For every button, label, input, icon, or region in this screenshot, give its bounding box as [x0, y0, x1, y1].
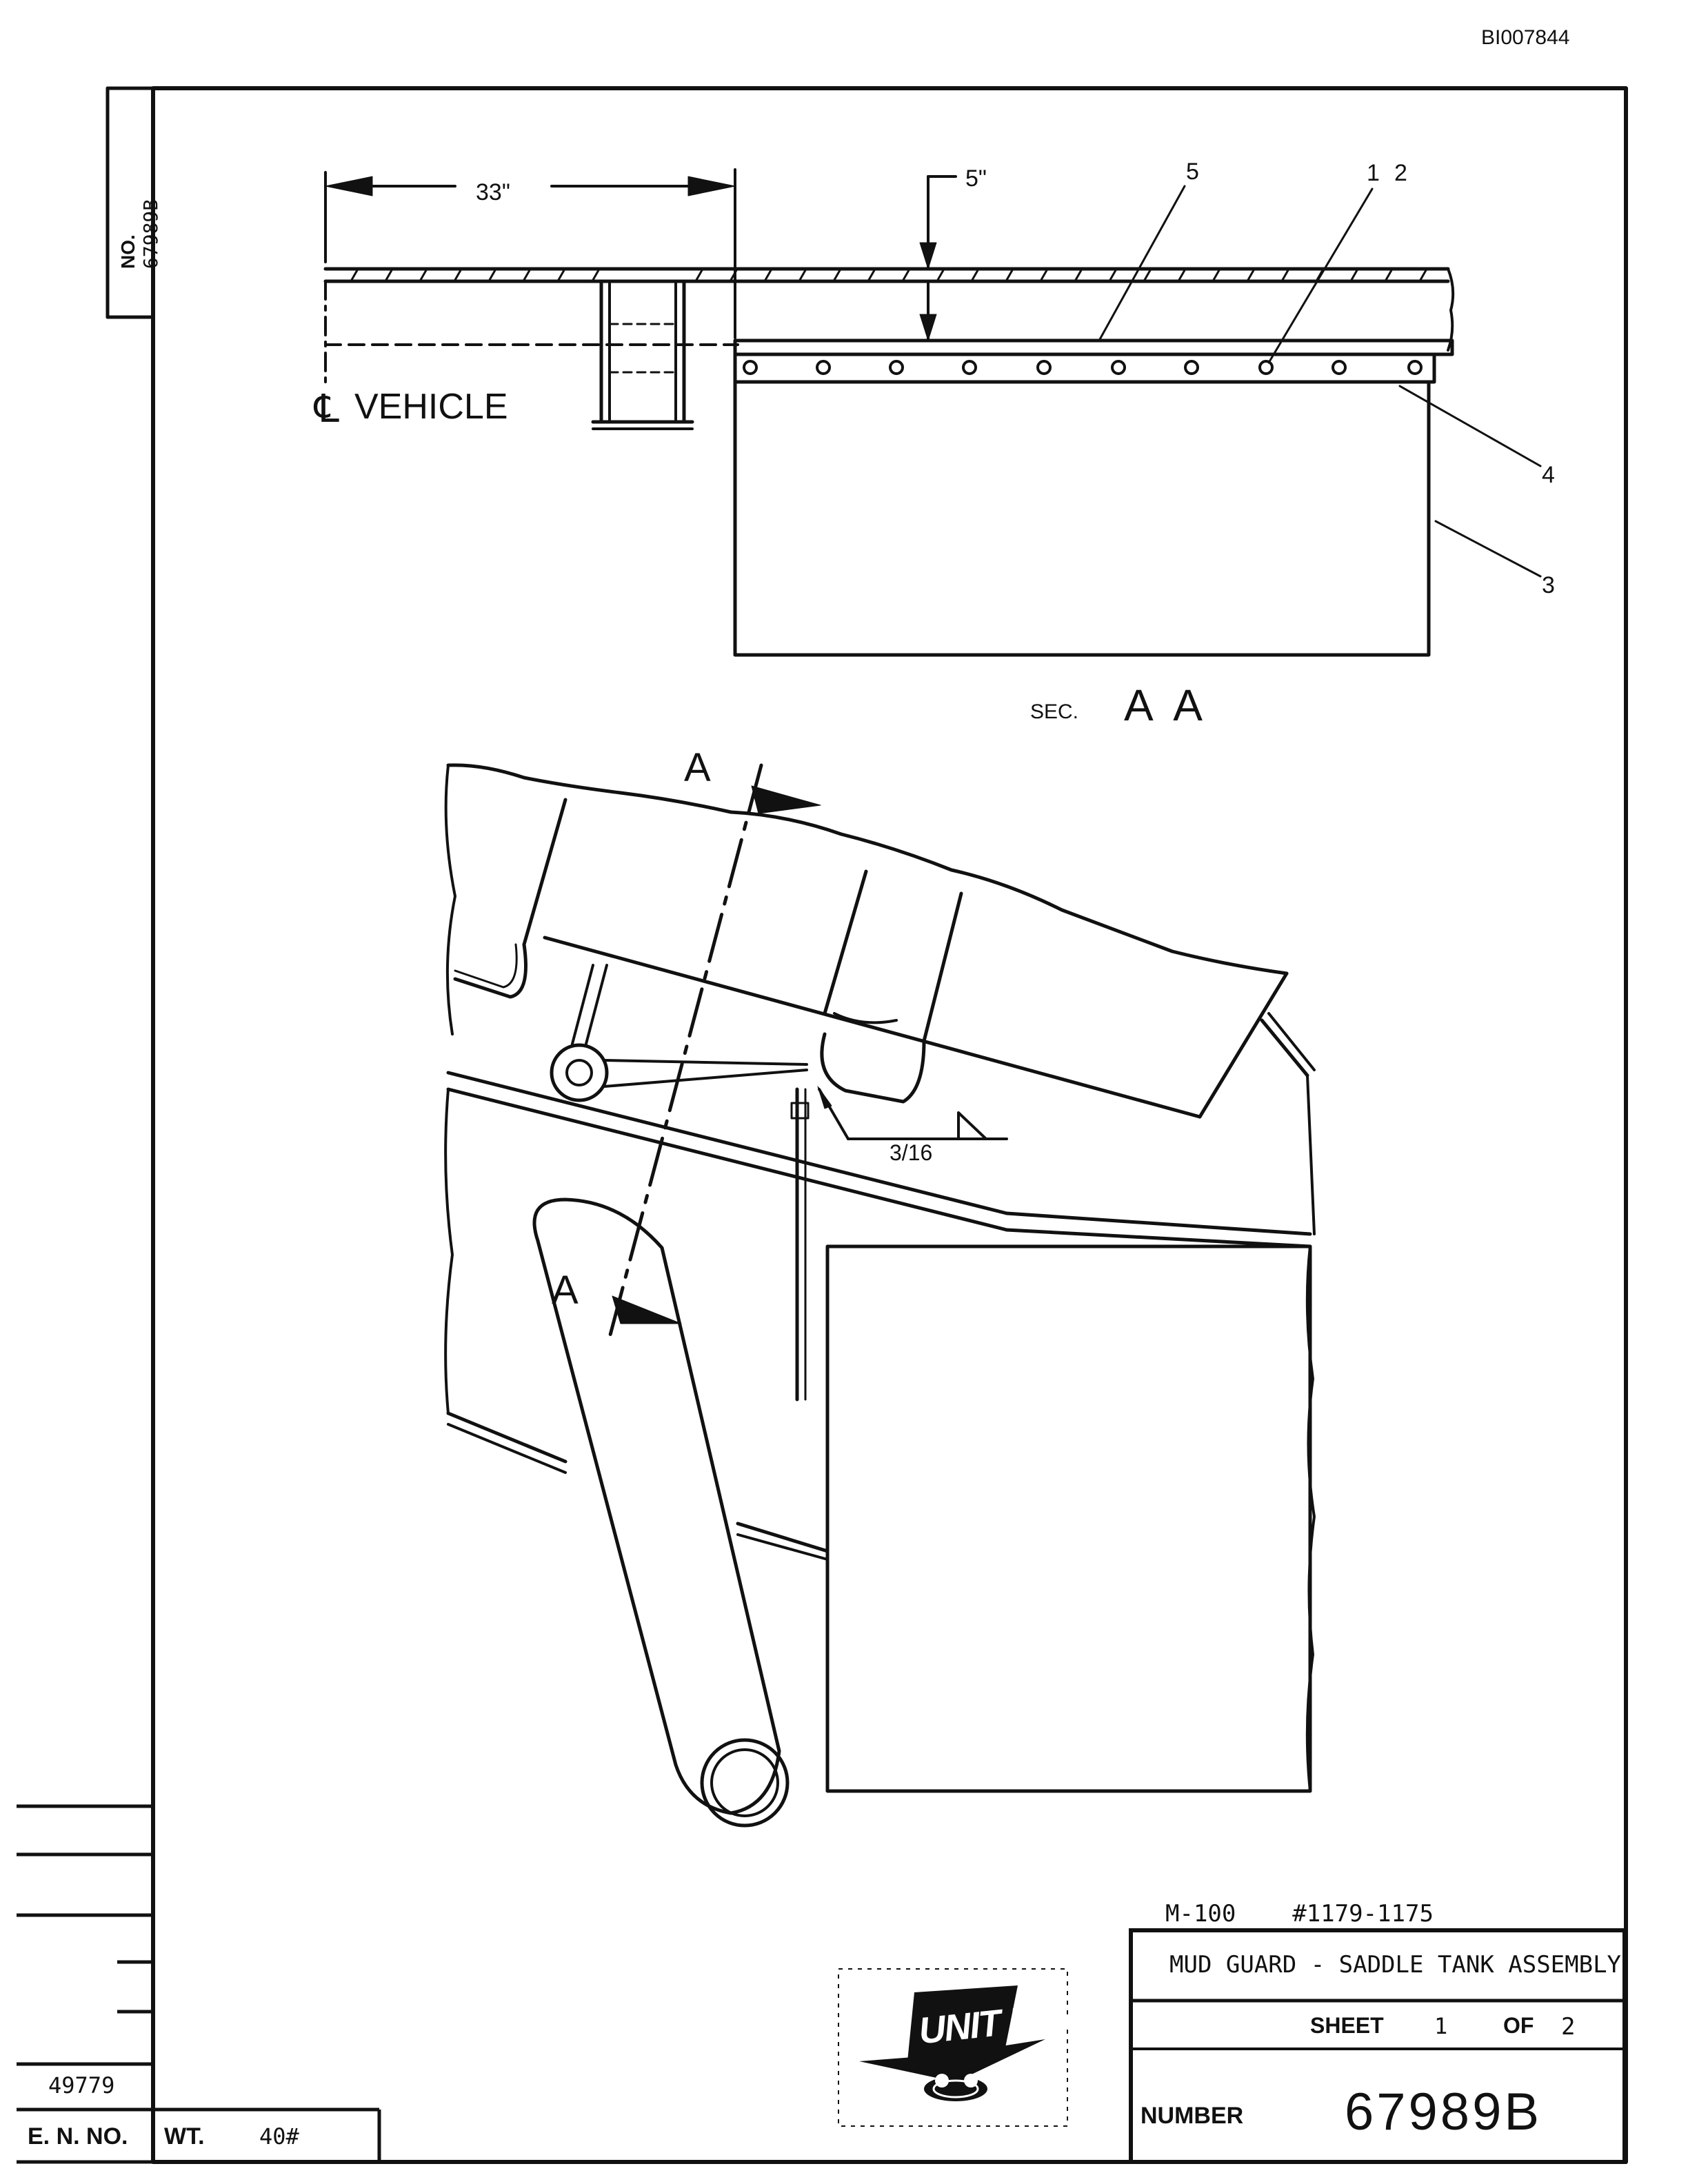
bolt-holes [743, 360, 1423, 375]
sheet-number: 1 [1434, 2013, 1448, 2039]
section-label-prefix: SEC. [1030, 700, 1079, 723]
logo-mark-icon [859, 1985, 1045, 2101]
frame-rail-side [446, 1071, 1009, 1215]
weld-dimension: 3/16 [890, 1140, 933, 1165]
dim-33-label: 33" [476, 179, 510, 205]
section-cut-line [607, 763, 763, 1339]
drawing-border [151, 86, 1628, 2164]
company-logo: UNIT RIG [852, 1979, 1073, 2116]
sheet-total: 2 [1561, 2013, 1576, 2041]
rail-hatching [350, 269, 1427, 281]
en-label: E. N. NO. [28, 2123, 128, 2150]
drawing-title: MUD GUARD - SADDLE TANK ASSEMBLY [1169, 1951, 1622, 1979]
callout-3: 3 [1542, 572, 1555, 598]
leader-4 [1398, 385, 1542, 467]
callout-2: 2 [1394, 160, 1407, 186]
wt-value: 40# [259, 2123, 299, 2150]
cut-label-top: A [684, 745, 711, 790]
callout-5: 5 [1186, 159, 1199, 185]
number-label: NUMBER [1141, 2103, 1244, 2129]
callout-4: 4 [1542, 462, 1555, 488]
dim-5-label: 5" [965, 165, 987, 192]
sheet-label: SHEET [1310, 2013, 1384, 2038]
document-id: BI007844 [1481, 26, 1570, 49]
cut-label-bottom: A [552, 1268, 579, 1313]
en-value: 49779 [48, 2072, 115, 2099]
model-line: M-100 #1179-1175 [1165, 1900, 1434, 1928]
wt-label: WT. [164, 2123, 205, 2150]
callout-1: 1 [1367, 160, 1380, 186]
axle-bore [700, 1738, 790, 1828]
leader-3 [1434, 520, 1542, 578]
saddle-tank-outline [446, 763, 1289, 975]
of-label: OF [1503, 2013, 1534, 2038]
centerline-symbol: ℄ [314, 387, 339, 430]
pivot-pin [550, 1043, 609, 1102]
centerline-label: VEHICLE [354, 387, 508, 427]
section-label: A A [1124, 680, 1203, 730]
mud-guard-plate [733, 380, 1431, 657]
leader-1-2 [1267, 188, 1374, 364]
leader-5 [1098, 185, 1186, 342]
drawing-number: 67989B [1345, 2083, 1543, 2141]
mud-guard-plate-side [825, 1244, 1312, 1793]
